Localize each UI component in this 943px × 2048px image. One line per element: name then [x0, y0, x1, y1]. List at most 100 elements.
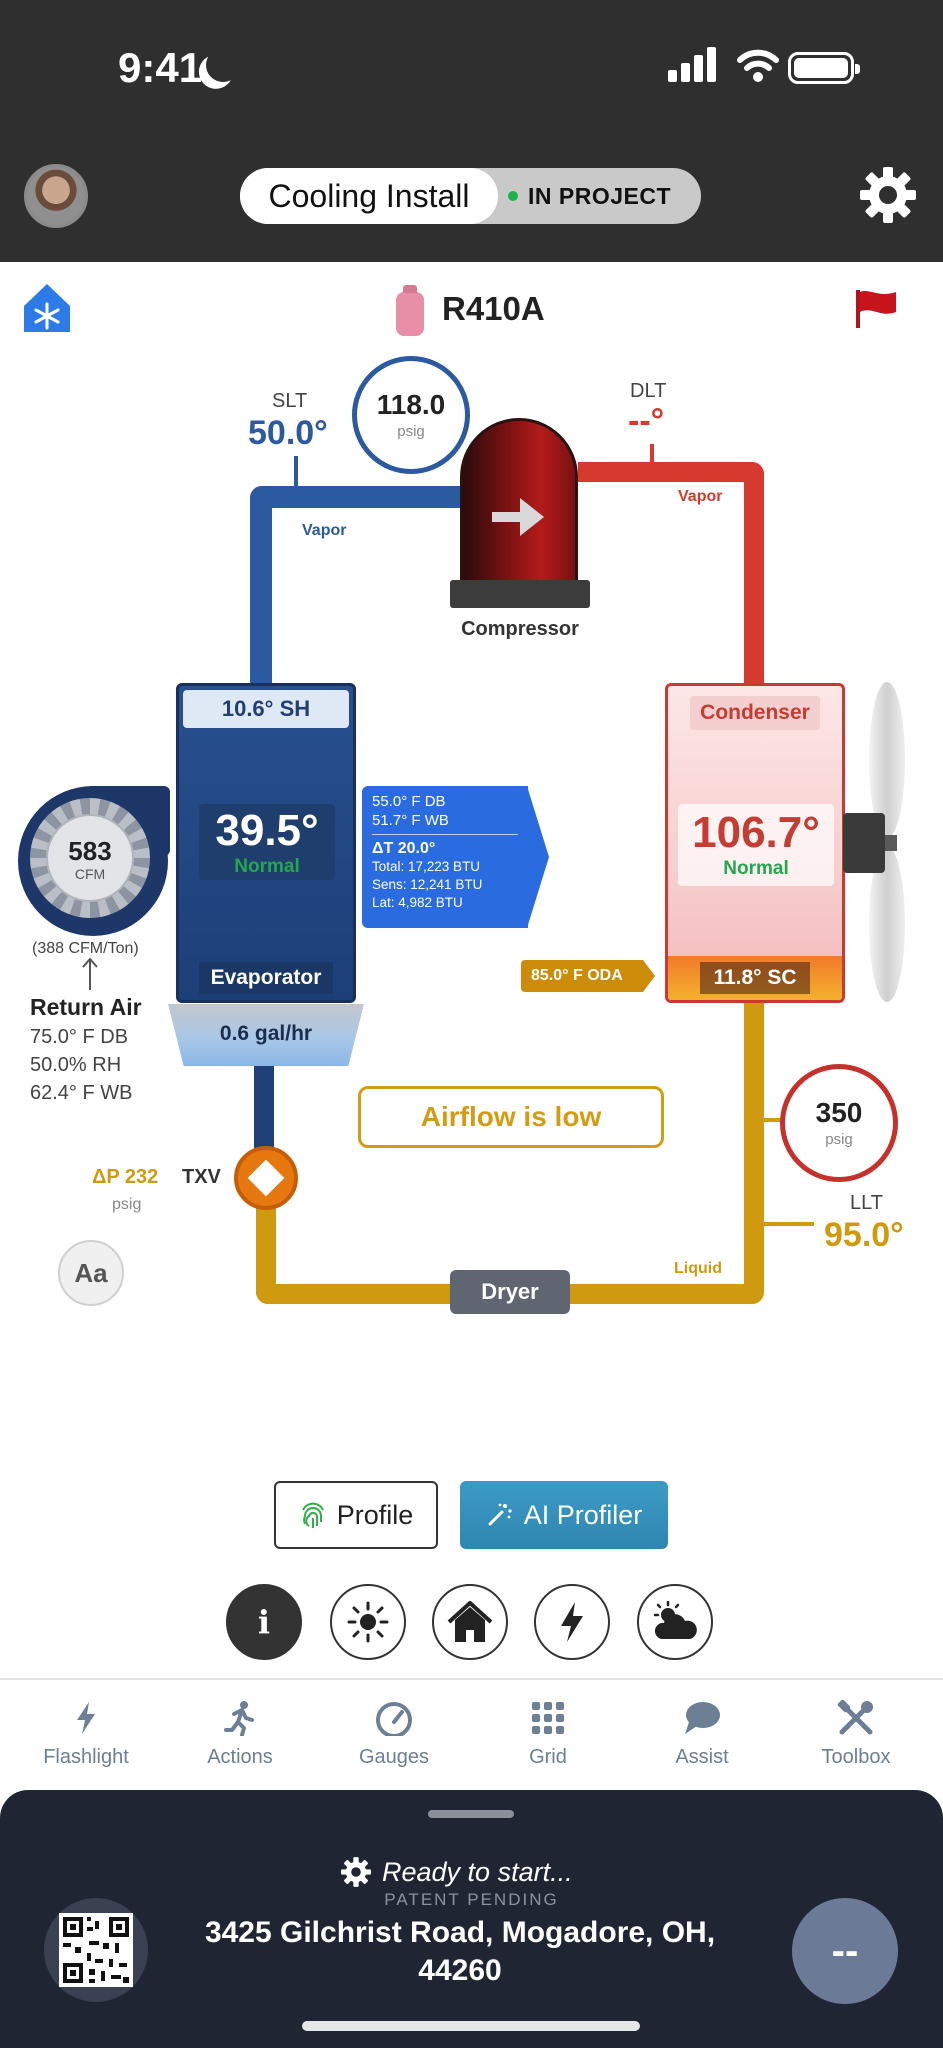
latent-btu: Lat: 4,982 BTU — [372, 895, 463, 910]
gear-status-icon — [341, 1857, 371, 1887]
battery-icon — [788, 52, 860, 84]
return-air-db[interactable]: 75.0° F DB — [30, 1026, 129, 1048]
superheat-value[interactable]: 10.6° SH — [183, 690, 349, 728]
llt-tap — [764, 1222, 814, 1226]
llt-label: LLT — [850, 1192, 883, 1214]
wifi-icon — [737, 49, 779, 82]
evaporator-temp: 39.5° — [215, 806, 319, 855]
compressor-label: Compressor — [461, 618, 579, 640]
suction-vapor-label: Vapor — [302, 522, 347, 539]
suction-line-top — [250, 486, 462, 508]
flag-icon[interactable] — [852, 286, 902, 330]
start-button[interactable]: -- — [792, 1898, 898, 2004]
tab-gauges[interactable]: Gauges — [334, 1700, 454, 1769]
condenser-coil[interactable]: Condenser 106.7° Normal 11.8° SC — [665, 683, 845, 1003]
liquid-gauge-tap — [764, 1118, 786, 1122]
return-air-rh[interactable]: 50.0% RH — [30, 1054, 122, 1076]
delta-t-card-arrow — [527, 786, 549, 928]
slt-value[interactable]: 50.0° — [248, 414, 328, 452]
text-size-button[interactable]: Aa — [58, 1240, 124, 1306]
job-address[interactable]: 3425 Gilchrist Road, Mogadore, OH, 44260 — [204, 1916, 716, 1987]
total-btu: Total: 17,223 BTU — [372, 859, 481, 874]
condenser-fan-icon — [869, 682, 905, 1002]
tab-flashlight[interactable]: Flashlight — [26, 1700, 146, 1769]
suction-pressure-unit: psig — [397, 423, 425, 440]
liquid-line-vertical — [744, 1000, 764, 1304]
mode-selector[interactable]: Cooling Install IN PROJECT — [240, 168, 701, 224]
flow-arrow-icon — [492, 498, 544, 536]
suction-line-vertical — [250, 486, 272, 686]
tools-icon — [837, 1700, 873, 1735]
txv-delta-p[interactable]: ΔP 232 — [92, 1166, 159, 1188]
tab-grid[interactable]: Grid — [488, 1700, 608, 1769]
patent-notice: PATENT PENDING — [384, 1890, 559, 1909]
dlt-value[interactable]: --° — [628, 402, 665, 440]
supply-wb: 51.7° F WB — [372, 812, 449, 829]
mode-label[interactable]: Cooling Install — [240, 168, 498, 224]
magic-wand-icon — [488, 1503, 512, 1526]
fingerprint-icon — [301, 1502, 324, 1528]
discharge-line-vertical — [744, 462, 764, 686]
compressor-base — [450, 580, 590, 608]
liquid-pressure-value: 350 — [815, 1097, 863, 1128]
delta-t-value: ΔT 20.0° — [372, 840, 436, 857]
blower-readout[interactable]: 583 CFM — [46, 814, 134, 902]
condenser-temp-box[interactable]: 106.7° Normal — [678, 804, 834, 886]
status-dot-icon — [508, 191, 518, 201]
suction-pressure-gauge[interactable]: 118.0 psig — [352, 356, 470, 474]
evaporator-temp-box[interactable]: 39.5° Normal — [199, 804, 335, 880]
sheet-grab-handle[interactable] — [428, 1810, 514, 1818]
evaporator-status: Normal — [234, 856, 300, 877]
power-button[interactable] — [534, 1584, 610, 1660]
condenser-status: Normal — [723, 858, 789, 879]
condensate-rate[interactable]: 0.6 gal/hr — [219, 1022, 313, 1045]
bolt-icon — [561, 1602, 583, 1642]
return-air-wb[interactable]: 62.4° F WB — [30, 1082, 133, 1104]
evaporator-coil[interactable]: 10.6° SH 39.5° Normal Evaporator — [176, 683, 356, 1003]
house-button[interactable] — [432, 1584, 508, 1660]
filter-dryer[interactable]: Dryer — [450, 1270, 570, 1314]
tab-toolbox-label: Toolbox — [821, 1746, 891, 1768]
liquid-line-txv — [256, 1200, 276, 1304]
ai-profiler-button[interactable]: AI Profiler — [460, 1481, 668, 1549]
delta-t-card[interactable]: 55.0° F DB 51.7° F WB ΔT 20.0° Total: 17… — [362, 786, 528, 928]
tab-actions-label: Actions — [207, 1746, 273, 1768]
status-time: 9:41 — [118, 44, 203, 91]
profile-button[interactable]: Profile — [274, 1481, 438, 1549]
running-icon — [224, 1701, 254, 1736]
home-snowflake-icon[interactable] — [20, 280, 74, 334]
cfm-value: 583 — [68, 836, 112, 866]
info-button[interactable]: i — [226, 1584, 302, 1660]
refrigerant-type[interactable]: R410A — [442, 290, 545, 327]
subcool-value[interactable]: 11.8° SC — [700, 962, 810, 994]
txv-delta-p-unit: psig — [112, 1196, 142, 1213]
card-divider — [372, 834, 518, 835]
condenser-temp: 106.7° — [692, 808, 820, 857]
home-indicator[interactable] — [302, 2021, 640, 2031]
txv-label: TXV — [182, 1166, 221, 1188]
liquid-line-label: Liquid — [674, 1260, 722, 1277]
avatar[interactable] — [24, 164, 88, 228]
llt-value[interactable]: 95.0° — [824, 1216, 904, 1254]
discharge-vapor-label: Vapor — [678, 488, 723, 505]
tab-gauges-label: Gauges — [358, 1746, 430, 1768]
evaporator-drain-line — [254, 1060, 274, 1150]
settings-gear-icon[interactable] — [858, 165, 918, 225]
return-air-title: Return Air — [30, 994, 142, 1020]
chat-icon — [685, 1702, 720, 1734]
project-badge: IN PROJECT — [508, 168, 671, 224]
liquid-pressure-gauge[interactable]: 350 psig — [780, 1064, 898, 1182]
dlt-tap — [650, 444, 654, 462]
compressor-body[interactable] — [460, 418, 578, 590]
tab-toolbox[interactable]: Toolbox — [796, 1700, 916, 1769]
sun-button[interactable] — [330, 1584, 406, 1660]
outdoor-air-temp[interactable]: 85.0° F ODA — [521, 960, 643, 992]
tab-actions[interactable]: Actions — [180, 1700, 300, 1769]
sensible-btu: Sens: 12,241 BTU — [372, 877, 483, 892]
profile-button-label: Profile — [336, 1499, 414, 1530]
tab-assist-label: Assist — [675, 1746, 729, 1768]
weather-button[interactable] — [637, 1584, 713, 1660]
tab-assist[interactable]: Assist — [642, 1700, 762, 1769]
airflow-alert[interactable]: Airflow is low — [358, 1086, 664, 1148]
